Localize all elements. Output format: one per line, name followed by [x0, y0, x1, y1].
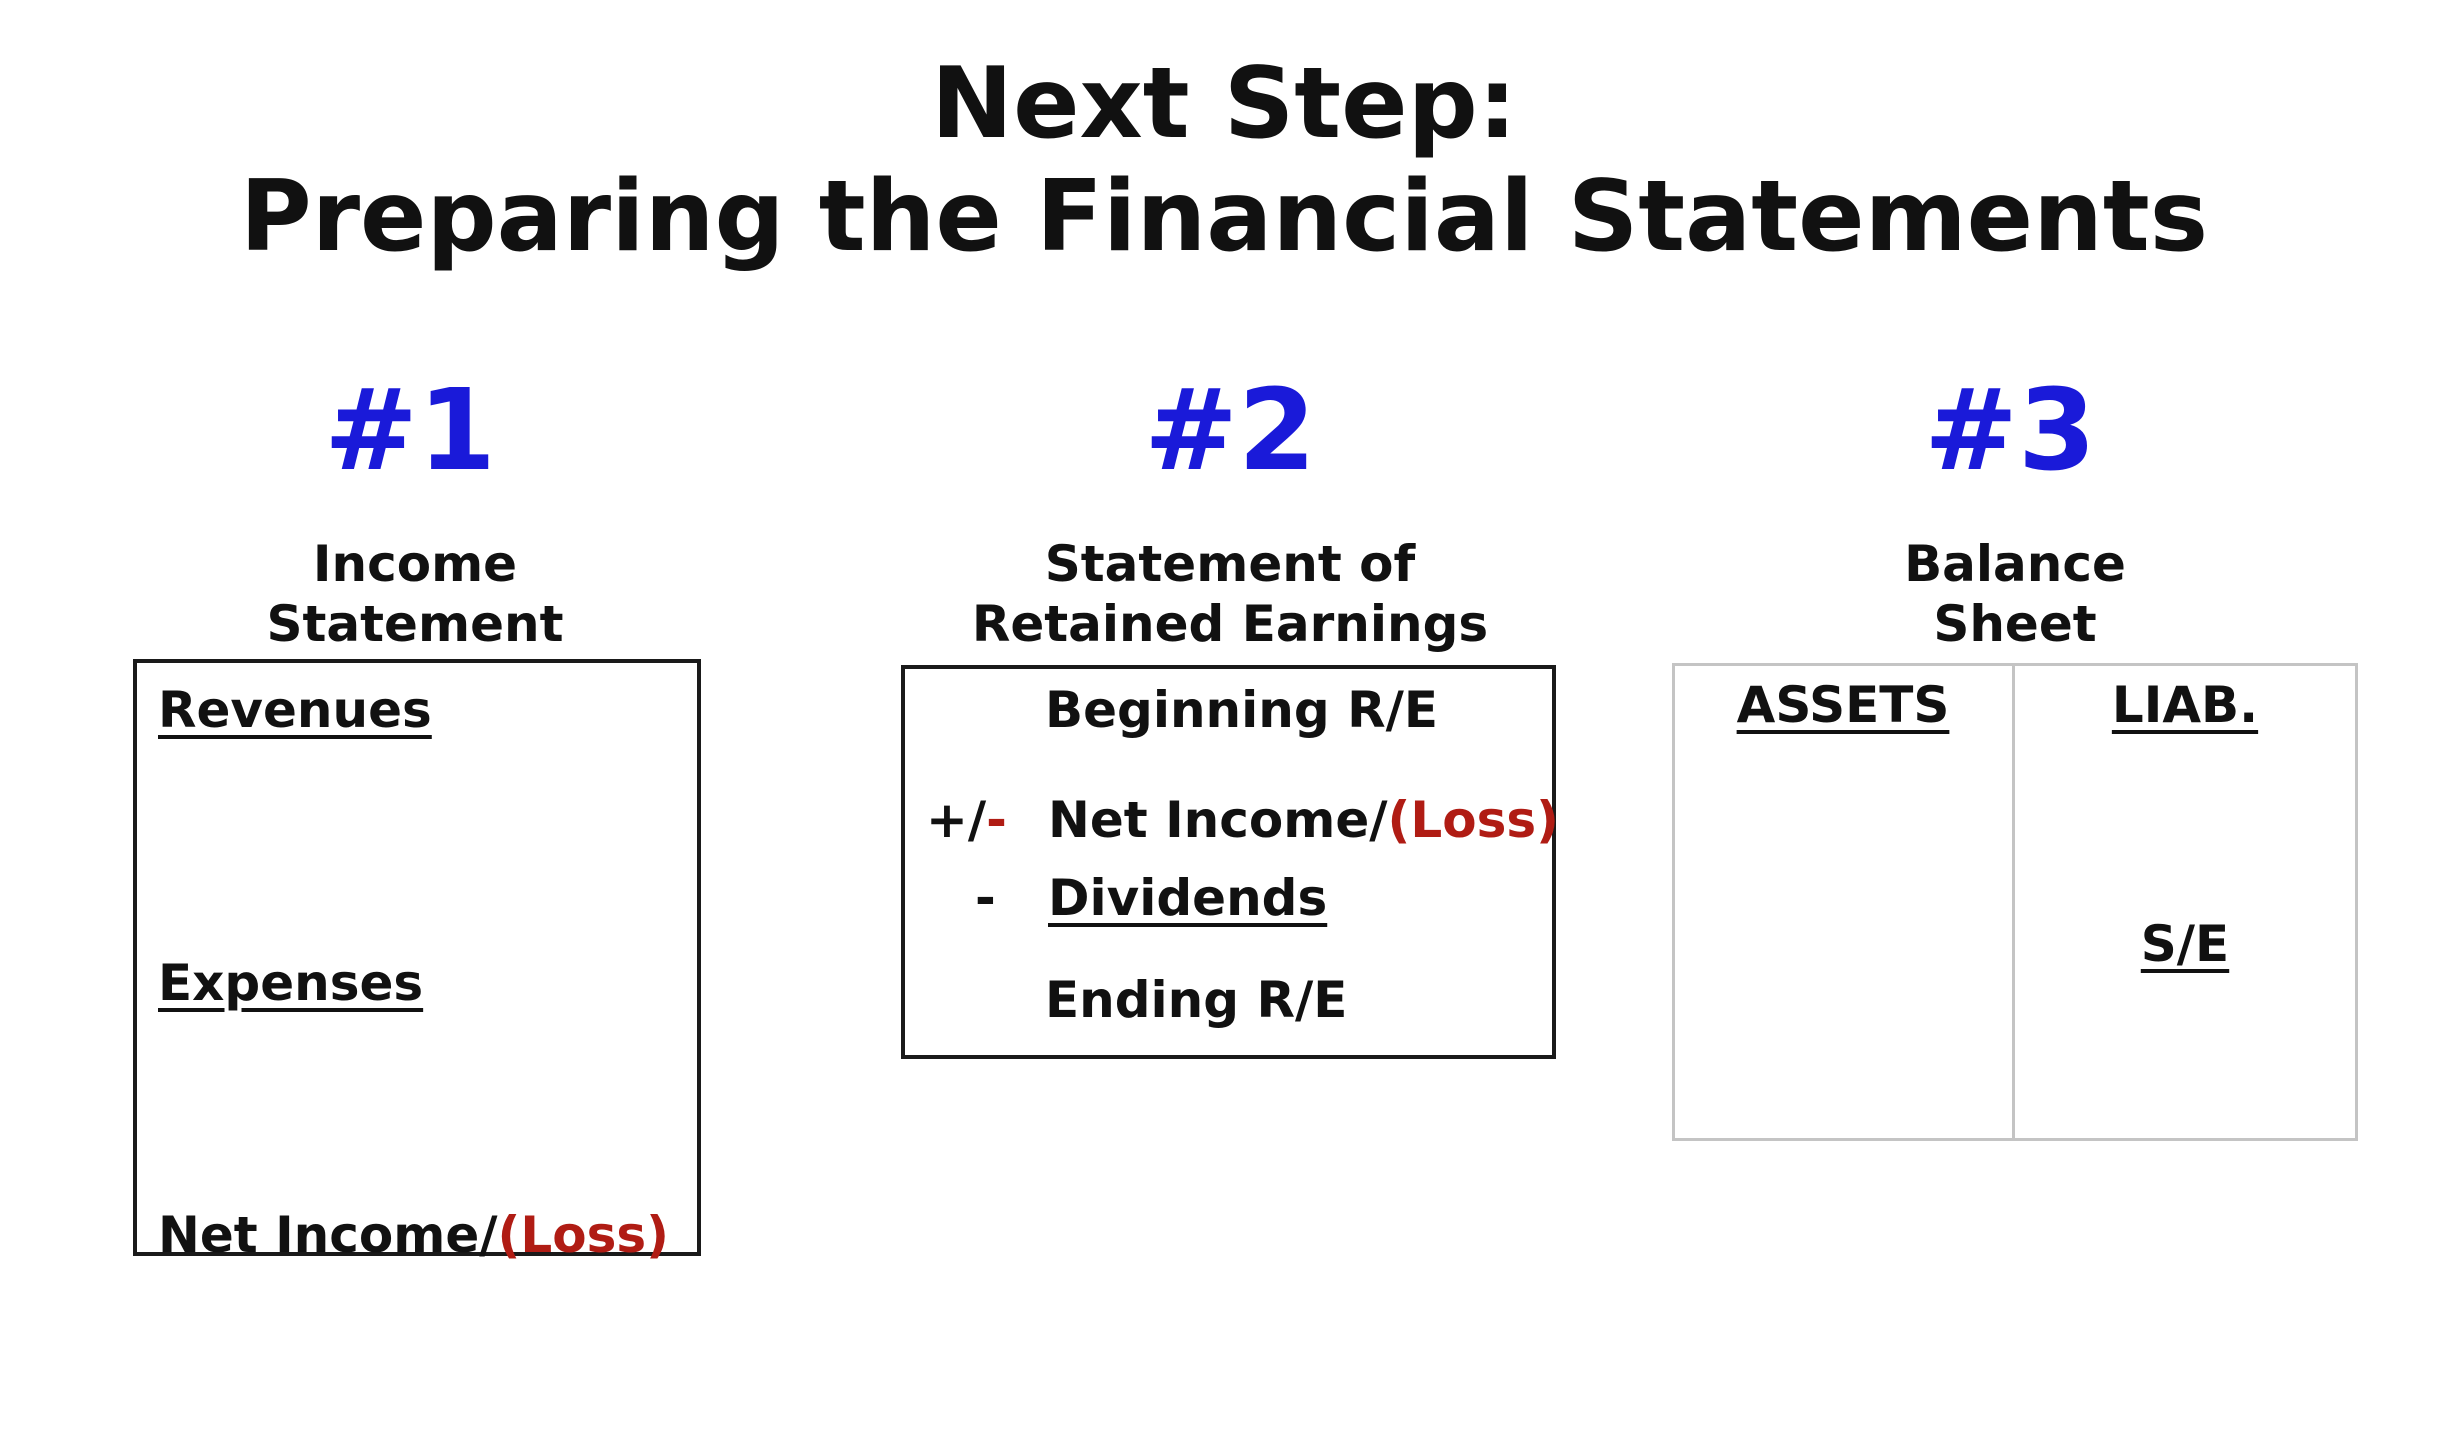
statement-number-2: #2	[1144, 366, 1316, 496]
loss-label: (Loss)	[497, 1206, 669, 1264]
net-income-line: Net Income/(Loss)	[158, 1210, 669, 1260]
liabilities-label: LIAB.	[2111, 676, 2259, 734]
income-statement-box	[133, 659, 701, 1256]
retained-earnings-label-line-2: Retained Earnings	[971, 595, 1489, 653]
dividends-label: Dividends	[1048, 869, 1328, 927]
re-net-income-label: Net Income/	[1048, 791, 1388, 849]
minus-sign: -	[986, 791, 1007, 849]
balance-sheet-box	[1672, 663, 2358, 1141]
income-statement-label: Income Statement	[200, 534, 630, 654]
income-statement-label-line-1: Income	[312, 535, 518, 593]
retained-earnings-label-line-1: Statement of	[1044, 535, 1416, 593]
balance-sheet-divider	[2012, 665, 2015, 1139]
balance-sheet-label-line-2: Sheet	[1933, 595, 2097, 653]
ending-re-label: Ending R/E	[1045, 971, 1348, 1029]
statement-number-1: #1	[324, 366, 496, 496]
retained-earnings-box	[901, 665, 1556, 1059]
retained-earnings-label: Statement of Retained Earnings	[950, 534, 1510, 654]
balance-sheet-label-line-1: Balance	[1904, 535, 2126, 593]
net-income-label: Net Income/	[158, 1206, 498, 1264]
income-statement-label-line-2: Statement	[266, 595, 564, 653]
expenses-label: Expenses	[158, 954, 424, 1012]
re-loss-label: (Loss)	[1387, 791, 1559, 849]
revenues-label: Revenues	[158, 681, 432, 739]
beginning-re-label: Beginning R/E	[1045, 681, 1438, 739]
assets-label: ASSETS	[1736, 676, 1950, 734]
statement-number-3: #3	[1924, 366, 2096, 496]
equity-label: S/E	[2140, 915, 2230, 973]
plus-minus-sign: +/-	[926, 795, 1007, 845]
re-net-income-line: Net Income/(Loss)	[1048, 795, 1559, 845]
title-line-2: Preparing the Financial Statements	[239, 160, 2209, 274]
title-line-1: Next Step:	[931, 47, 1517, 161]
plus-slash: +/	[926, 791, 987, 849]
dividends-sign: -	[975, 869, 996, 927]
balance-sheet-label: Balance Sheet	[1800, 534, 2230, 654]
